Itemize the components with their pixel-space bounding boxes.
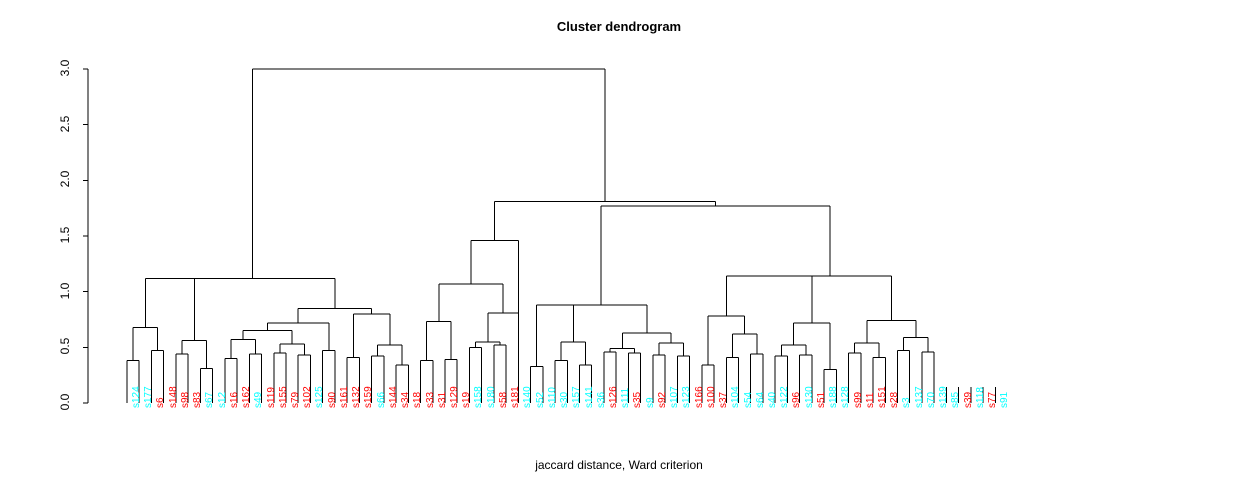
leaf-label: s58 [497, 391, 509, 408]
leaf-label: s67 [204, 391, 216, 408]
leaf-label: s18 [412, 391, 424, 408]
leaf-label: s122 [779, 386, 791, 408]
leaf-label: s128 [840, 386, 852, 408]
leaf-label: s104 [730, 386, 742, 408]
leaf-label: s49 [253, 391, 265, 408]
leaf-label: s132 [351, 386, 363, 408]
leaf-label: s148 [167, 386, 179, 408]
y-tick-label: 3.0 [58, 59, 72, 77]
leaf-label: s35 [632, 391, 644, 408]
leaf-label: s90 [326, 391, 338, 408]
leaf-label: s155 [277, 386, 289, 408]
chart-title: Cluster dendrogram [556, 19, 682, 34]
leaf-label: s77 [987, 391, 999, 408]
leaf-label: s130 [803, 386, 815, 408]
leaf-label: s159 [363, 386, 375, 408]
y-tick-label: 1.0 [58, 282, 72, 299]
y-tick-label: 2.0 [58, 170, 72, 188]
leaf-label: s31 [436, 391, 448, 408]
leaf-label: s177 [143, 386, 155, 408]
leaf-label: s83 [192, 391, 204, 408]
leaf-label: s12 [216, 391, 228, 408]
leaf-label: s40 [766, 391, 778, 408]
leaf-label: s99 [852, 391, 864, 408]
leaf-label: s51 [815, 391, 827, 408]
leaf-label: s102 [302, 386, 314, 408]
leaf-label: s151 [877, 386, 889, 408]
y-tick-label: 1.5 [58, 226, 72, 244]
leaf-label: s34 [400, 391, 412, 408]
leaf-label: s166 [693, 386, 705, 408]
leaf-label: s96 [791, 391, 803, 408]
leaf-label: s79 [289, 391, 301, 408]
leaf-label: s123 [681, 386, 693, 408]
leaf-label: s162 [241, 386, 253, 408]
leaf-label: s3 [901, 397, 913, 408]
leaf-label: s39 [962, 391, 974, 408]
leaf-label: s157 [571, 386, 583, 408]
leaf-label: s107 [669, 386, 681, 408]
leaf-label: s19 [461, 391, 473, 408]
leaf-label: s37 [718, 391, 730, 408]
leaf-label: s36 [595, 391, 607, 408]
leaf-label: s70 [925, 391, 937, 408]
leaf-label: s100 [705, 386, 717, 408]
leaf-label: s110 [546, 387, 558, 408]
leaf-label: s118 [974, 387, 986, 408]
leaf-label: s161 [338, 386, 350, 408]
leaf-label: s9 [644, 397, 656, 408]
y-tick-label: 2.5 [58, 115, 72, 132]
leaf-label: s11 [864, 392, 876, 408]
leaf-label: s64 [754, 391, 766, 408]
leaf-label: s30 [559, 391, 571, 408]
leaf-label: s28 [889, 391, 901, 408]
leaf-label: s16 [228, 391, 240, 408]
leaf-label: s158 [473, 386, 485, 408]
leaf-label: s141 [583, 386, 595, 408]
leaf-label: s125 [314, 386, 326, 408]
leaf-label: s111 [620, 387, 632, 408]
leaf-label: s92 [656, 391, 668, 408]
x-axis-label: jaccard distance, Ward criterion [535, 458, 703, 472]
leaf-label: s85 [950, 391, 962, 408]
leaf-label: s119 [265, 387, 277, 408]
leaf-label: s6 [155, 397, 167, 408]
leaf-label: s129 [448, 386, 460, 408]
leaf-label: s137 [913, 386, 925, 408]
y-tick-label: 0.0 [58, 393, 72, 411]
leaf-label: s91 [999, 391, 1011, 408]
leaf-label: s181 [510, 386, 522, 408]
leaf-label: s188 [828, 386, 840, 408]
leaf-label: s54 [742, 391, 754, 408]
leaf-label: s52 [534, 391, 546, 408]
leaf-label: s126 [607, 386, 619, 408]
leaf-label: s140 [522, 386, 534, 408]
leaf-label: s124 [131, 386, 142, 408]
leaf-label: s180 [485, 386, 497, 408]
leaf-label: s139 [938, 386, 950, 408]
leaf-label: s98 [179, 391, 191, 408]
leaf-label: s33 [424, 391, 436, 408]
leaf-label: s144 [387, 386, 399, 408]
leaf-label: s66 [375, 391, 387, 408]
y-tick-label: 0.5 [58, 337, 72, 355]
